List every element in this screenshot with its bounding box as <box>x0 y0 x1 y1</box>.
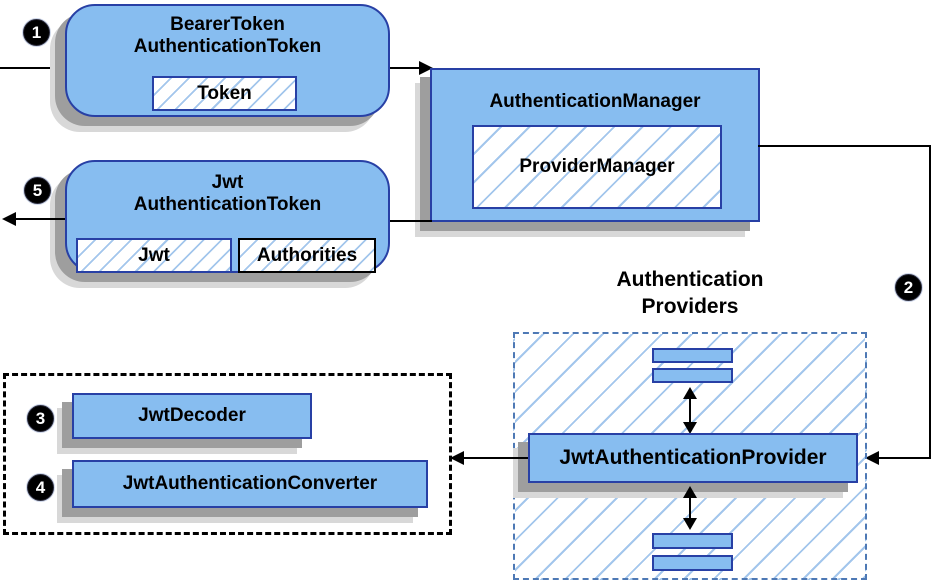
outgoing-result-line <box>14 218 65 220</box>
jwt-token-title-line1: Jwt <box>211 172 244 193</box>
arrow-bearer-to-manager-head <box>419 61 433 75</box>
bearer-token-authentication-token-node: BearerToken AuthenticationToken Token <box>65 4 390 117</box>
jwt-token-title-line2: AuthenticationToken <box>133 194 322 215</box>
double-arrow-bottom-shaft <box>689 496 691 522</box>
arrow-provider-to-collaborators-line <box>462 457 528 459</box>
provider-stack-top-bar-2 <box>652 368 733 383</box>
step-3-badge: 3 <box>27 405 54 432</box>
jwt-decoder-node: JwtDecoder <box>72 393 312 439</box>
collaborators-group-box <box>3 373 452 535</box>
authentication-providers-label-line1: Authentication <box>616 268 764 291</box>
jwt-authentication-provider-node: JwtAuthenticationProvider <box>528 433 858 483</box>
double-arrow-bottom-up-head <box>683 486 697 498</box>
step-5-badge: 5 <box>24 177 51 204</box>
arrow-bearer-to-manager-line <box>390 67 422 69</box>
double-arrow-top-up-head <box>683 387 697 399</box>
provider-stack-bottom-bar-2 <box>652 555 733 571</box>
incoming-request-line <box>0 67 65 69</box>
jwt-field: Jwt <box>76 238 232 273</box>
step2-line-vertical <box>929 145 931 459</box>
line-manager-to-jwt-token <box>390 220 432 222</box>
jwt-authentication-converter-node: JwtAuthenticationConverter <box>72 460 428 508</box>
step2-line-bottom <box>877 457 931 459</box>
double-arrow-bottom-down-head <box>683 518 697 530</box>
token-field: Token <box>152 76 297 111</box>
outgoing-result-arrow-head <box>2 212 16 226</box>
provider-manager-box: ProviderManager <box>472 125 722 209</box>
step-2-badge: 2 <box>895 274 922 301</box>
step2-line-top <box>758 145 931 147</box>
authentication-providers-label-line2: Providers <box>641 295 739 318</box>
authentication-manager-title: AuthenticationManager <box>489 91 701 112</box>
step-1-badge: 1 <box>23 19 50 46</box>
bearer-token-title-line2: AuthenticationToken <box>133 36 322 57</box>
authorities-field: Authorities <box>238 238 376 273</box>
step-4-badge: 4 <box>27 474 54 501</box>
authentication-providers-label: Authentication Providers <box>558 266 822 320</box>
jwt-authentication-token-node: Jwt AuthenticationToken Jwt Authorities <box>65 160 390 273</box>
provider-stack-bottom-bar-1 <box>652 533 733 549</box>
double-arrow-top-shaft <box>689 397 691 425</box>
bearer-token-title-line1: BearerToken <box>170 14 285 35</box>
provider-stack-top-bar-1 <box>652 348 733 363</box>
double-arrow-top-down-head <box>683 422 697 434</box>
step2-arrow-head <box>865 451 879 465</box>
arrow-provider-to-collaborators-head <box>450 451 464 465</box>
authentication-manager-node: AuthenticationManager ProviderManager <box>430 68 760 222</box>
